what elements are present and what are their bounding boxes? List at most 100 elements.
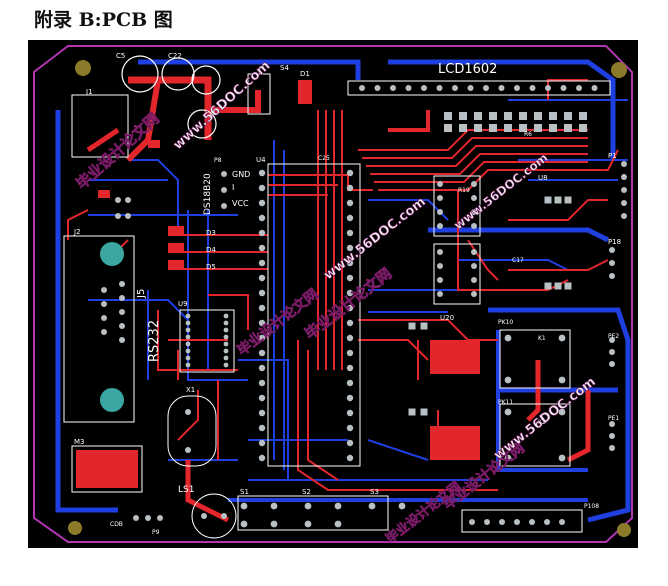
u2-outline <box>433 175 481 237</box>
smd-pad <box>459 112 467 120</box>
relay-pin <box>504 454 512 462</box>
lcd-pin <box>467 85 474 91</box>
smd-pad <box>408 408 416 416</box>
lcd1602-label: LCD1602 <box>438 62 497 77</box>
p108-pin <box>559 519 565 525</box>
p18-label: P18 <box>608 238 621 246</box>
relay-pin <box>558 454 566 462</box>
u2-pin <box>437 181 443 187</box>
db9-pin <box>119 281 125 287</box>
u9-pin <box>185 320 191 326</box>
lcd-pin <box>498 85 505 91</box>
pe2-pin <box>609 337 615 343</box>
pe1-pin <box>609 421 615 427</box>
u4-pin <box>346 319 354 327</box>
mount-hole-top-left <box>75 60 91 76</box>
u2-pin <box>437 195 443 201</box>
smd-pad <box>519 124 527 132</box>
db9-pin <box>119 295 125 301</box>
u20-pin <box>471 263 477 269</box>
u20-pin <box>437 249 443 255</box>
p9-pin <box>145 515 151 521</box>
switch-pin <box>334 502 342 510</box>
u4-pin <box>346 304 354 312</box>
bottom-copper-layer <box>55 59 631 523</box>
p18-pin <box>609 260 615 266</box>
smd-pad <box>459 124 467 132</box>
mount-hole-bottom-right <box>617 523 631 537</box>
p108-pin <box>544 519 550 525</box>
u20-pin <box>471 277 477 283</box>
lcd-pin <box>452 85 458 91</box>
switch-pin <box>334 520 342 528</box>
u20-outline <box>433 243 481 305</box>
switch-row-outline <box>237 495 389 531</box>
lcd-pin <box>560 85 567 91</box>
capacitor-outlines <box>121 55 221 139</box>
smd-pad <box>579 112 587 120</box>
p8-label: P8 <box>214 157 222 164</box>
smd-pad <box>564 124 572 132</box>
db9-pin <box>101 315 107 321</box>
db9-connector <box>100 242 124 412</box>
cap-pad-b <box>98 190 110 198</box>
switch-pin <box>304 502 312 510</box>
u4-pin <box>346 394 354 402</box>
u4-pin <box>346 244 354 252</box>
lcd-pin <box>359 85 365 91</box>
u4-pin <box>346 229 354 237</box>
d5-pad <box>168 260 184 270</box>
u9-pin <box>223 355 229 361</box>
u4-pin <box>258 214 266 222</box>
d5-label: D5 <box>206 263 216 271</box>
lcd-header-outline <box>347 80 611 96</box>
u4-pin <box>258 334 266 342</box>
misc-pin <box>115 213 121 219</box>
ls1-outline <box>191 493 237 539</box>
misc-pin <box>221 171 227 177</box>
u4-pin <box>258 289 266 297</box>
db9-mount-bottom <box>100 388 124 412</box>
k2-label: K2 <box>538 419 546 426</box>
s1-label: S1 <box>240 488 249 496</box>
smd-pad <box>549 124 557 132</box>
u4-pin <box>258 319 266 327</box>
ds18b20-label: DS18B20 <box>203 173 213 215</box>
smd-pad <box>564 112 572 120</box>
u2-pin <box>437 223 443 229</box>
u2-pin <box>471 209 477 215</box>
u4-pin <box>258 184 266 192</box>
k1-label: K1 <box>538 335 546 342</box>
k1-outline <box>499 329 571 389</box>
d3-pad <box>168 226 184 236</box>
u20-pin <box>437 263 443 269</box>
k1-relay-pad <box>430 340 480 374</box>
u9-pin <box>223 313 229 319</box>
pe1-label: PE1 <box>608 415 619 422</box>
j2-outline <box>63 235 135 423</box>
s3-label: S3 <box>370 488 379 496</box>
smd-pad <box>554 196 562 204</box>
top-copper-layer <box>67 76 619 523</box>
smd-pad <box>420 322 428 330</box>
switch-pin <box>398 502 406 510</box>
lcd-pin <box>514 85 520 91</box>
smd-pad <box>489 124 497 132</box>
p108-pin <box>499 519 505 525</box>
cap-pad-a <box>148 140 160 148</box>
smd-pad <box>444 112 452 120</box>
u2-pin <box>471 181 477 187</box>
p1-pin <box>621 200 627 206</box>
db9-pin <box>101 329 107 335</box>
ls1-pin <box>201 513 207 519</box>
u4-pin <box>258 364 266 372</box>
m3-outline <box>71 445 143 493</box>
u4-pin <box>346 199 354 207</box>
relay-pin <box>504 408 512 416</box>
u2-pin <box>437 209 443 215</box>
u4-pin <box>258 349 266 357</box>
j1-outline <box>71 94 129 158</box>
u9-pin <box>223 334 229 340</box>
u9-pin <box>185 362 191 368</box>
smd-pad <box>564 196 572 204</box>
